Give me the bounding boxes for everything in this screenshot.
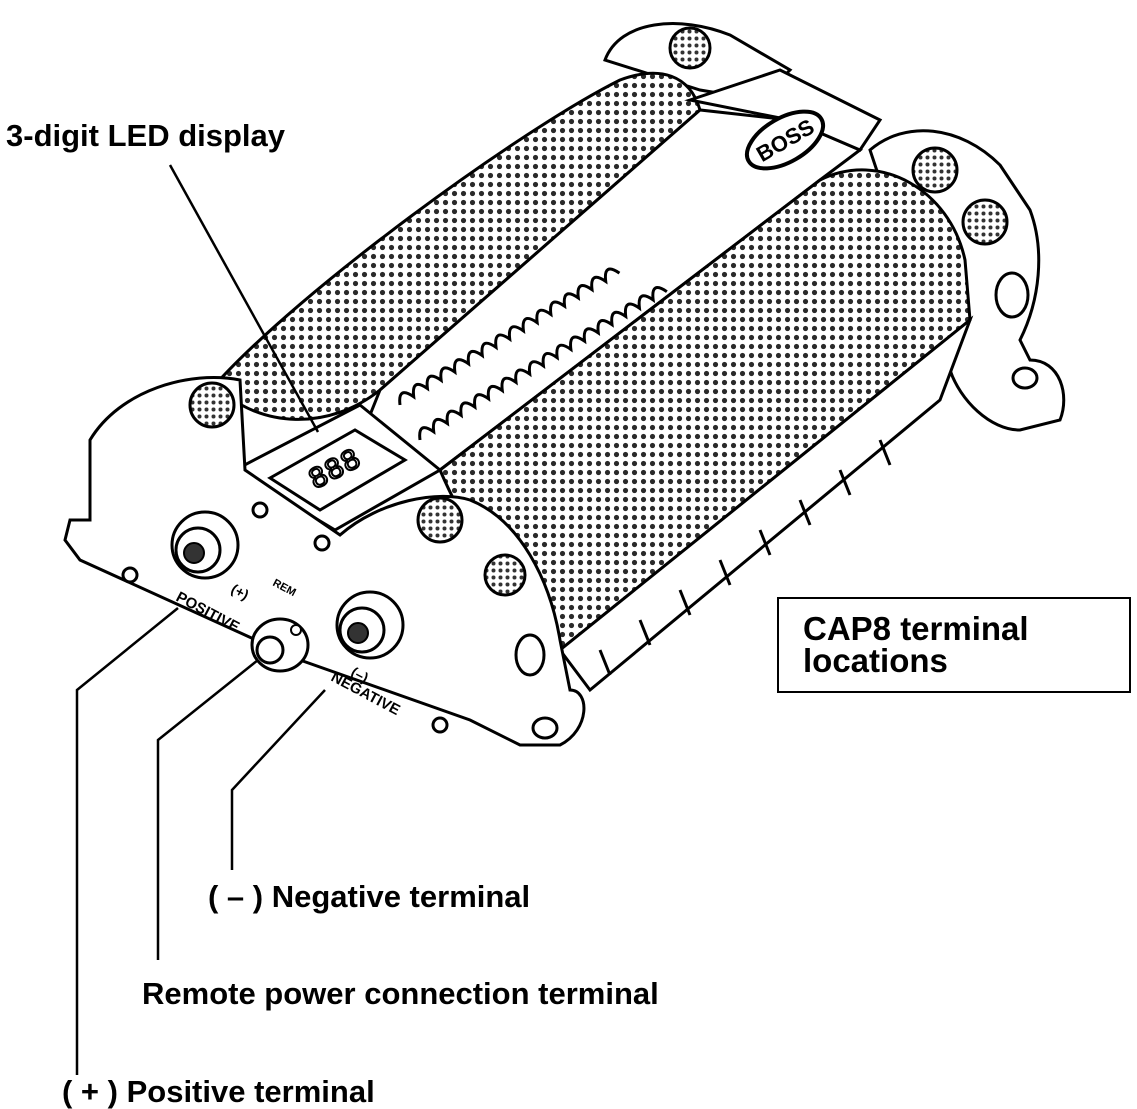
remote-terminal-label: Remote power connection terminal (142, 976, 659, 1011)
right-cylinder (438, 168, 974, 693)
negative-terminal-label: ( – ) Negative terminal (208, 879, 531, 914)
negative-marking: (–) (349, 664, 372, 686)
negative-leader-line (230, 689, 326, 870)
positive-leader-line (75, 607, 179, 1075)
title-box-text: CAP8 terminal locations (803, 610, 1029, 679)
led-display-label: 3-digit LED display (6, 118, 286, 153)
remote-leader-line (156, 659, 259, 960)
positive-terminal-label: ( + ) Positive terminal (62, 1074, 375, 1109)
left-cylinder (212, 71, 702, 421)
positive-marking: (+) (229, 581, 252, 603)
front-face (63, 376, 586, 747)
led-leader-line (168, 164, 320, 433)
title-box: CAP8 terminal locations (777, 597, 1131, 693)
leader-lines (75, 164, 326, 1075)
